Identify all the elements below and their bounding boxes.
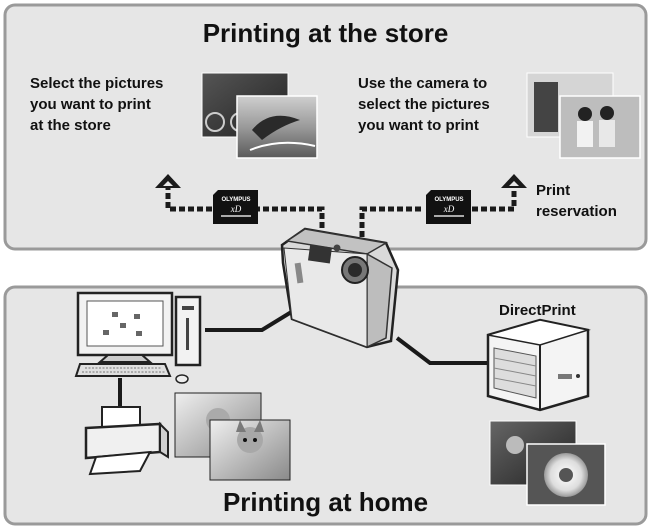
caption-line: Print xyxy=(536,182,571,199)
dog-photos xyxy=(174,392,291,481)
card-brand-text: OLYMPUS xyxy=(434,197,463,203)
caption-line: you want to print xyxy=(30,96,151,113)
caption-line: Select the pictures xyxy=(30,75,164,92)
caption-line: at the store xyxy=(30,117,111,134)
store-title: Printing at the store xyxy=(202,18,449,48)
caption-line: you want to print xyxy=(358,117,479,134)
up-arrow-icon xyxy=(155,174,181,188)
memory-card-icon: OLYMPUS xD xyxy=(213,190,258,224)
store-photos-right xyxy=(526,72,641,159)
store-photos-left xyxy=(201,72,318,159)
home-connectors xyxy=(118,309,488,406)
store-connectors xyxy=(165,188,517,237)
caption-line: select the pictures xyxy=(358,96,490,113)
caption-line: reservation xyxy=(536,203,617,220)
computer-icon xyxy=(74,291,202,384)
flower-photos xyxy=(489,420,606,506)
print-reservation-label: Print reservation xyxy=(536,180,617,222)
camera-icon xyxy=(280,227,400,349)
home-title: Printing at home xyxy=(222,487,429,517)
card-type-text: xD xyxy=(230,204,242,214)
card-type-text: xD xyxy=(443,204,455,214)
card-brand-text: OLYMPUS xyxy=(221,197,250,203)
caption-line: Use the camera to xyxy=(358,75,488,92)
directprint-label: DirectPrint xyxy=(499,302,576,319)
store-caption-right: Use the camera to select the pictures yo… xyxy=(358,73,490,136)
memory-card-icon: OLYMPUS xD xyxy=(426,190,471,224)
store-caption-left: Select the pictures you want to print at… xyxy=(30,73,163,136)
up-arrow-icon xyxy=(501,174,527,188)
printer-icon xyxy=(84,406,169,476)
photo-printer-icon xyxy=(486,318,591,412)
